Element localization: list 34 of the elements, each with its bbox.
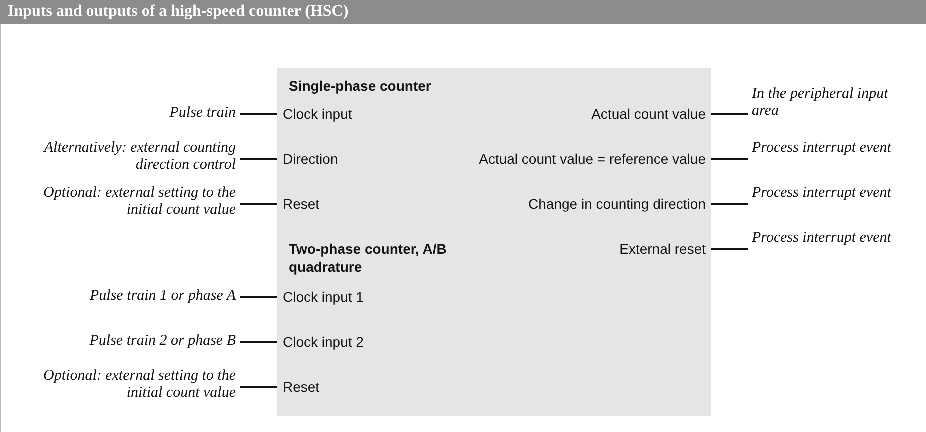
signal-label: Clock input 1 bbox=[283, 288, 364, 306]
signal-description: Pulse train 2 or phase B bbox=[6, 333, 236, 350]
leader-line bbox=[710, 203, 748, 205]
leader-line bbox=[240, 203, 279, 205]
leader-line bbox=[240, 296, 279, 298]
leader-line bbox=[240, 386, 279, 388]
signal-label: Change in counting direction bbox=[528, 195, 706, 213]
signal-label: Actual count value bbox=[592, 105, 706, 123]
signal-description: Pulse train 1 or phase A bbox=[6, 288, 236, 305]
signal-label: Reset bbox=[283, 195, 320, 213]
leader-line bbox=[710, 113, 748, 115]
leader-line bbox=[710, 248, 748, 250]
signal-label: Clock input bbox=[283, 105, 352, 123]
leader-line bbox=[240, 158, 279, 160]
leader-line bbox=[240, 341, 279, 343]
section-heading: Two-phase counter, A/B quadrature bbox=[289, 240, 448, 276]
signal-description: Optional: external setting to the initial count value bbox=[6, 185, 236, 219]
signal-label: External reset bbox=[620, 240, 706, 258]
signal-description: In the peripheral input area bbox=[752, 86, 912, 120]
counter-block bbox=[277, 68, 711, 416]
signal-label: Clock input 2 bbox=[283, 333, 364, 351]
signal-description: Optional: external setting to the initial count value bbox=[6, 368, 236, 402]
leader-line bbox=[710, 158, 748, 160]
signal-description: Pulse train bbox=[6, 105, 236, 122]
signal-description: Alternatively: external counting direction control bbox=[6, 140, 236, 174]
signal-label: Direction bbox=[283, 150, 338, 168]
leader-line bbox=[240, 113, 279, 115]
signal-label: Reset bbox=[283, 378, 320, 396]
signal-description: Process interrupt event bbox=[752, 185, 912, 202]
title-bar: Inputs and outputs of a high-speed counter (HSC) bbox=[0, 0, 926, 24]
signal-label: Actual count value = reference value bbox=[479, 150, 706, 168]
signal-description: Process interrupt event bbox=[752, 140, 912, 157]
signal-description: Process interrupt event bbox=[752, 230, 912, 247]
section-heading: Single-phase counter bbox=[289, 77, 432, 95]
